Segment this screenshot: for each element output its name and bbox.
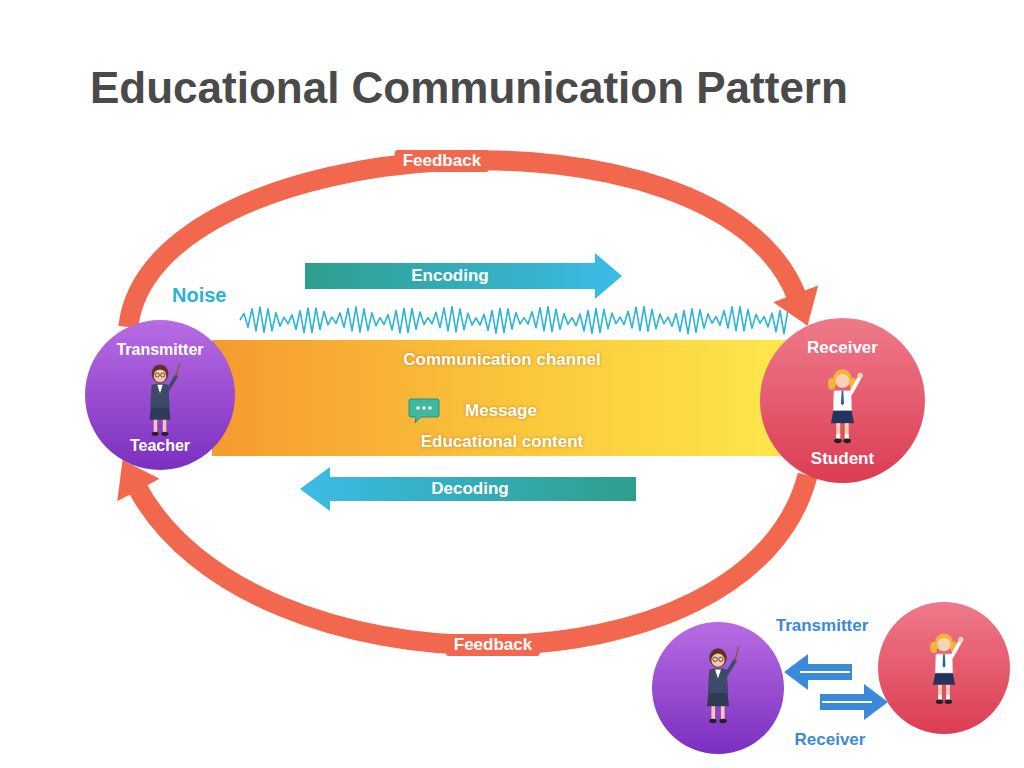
feedback-label: Feedback [395,150,489,172]
chat-bubble [409,399,439,423]
exchange-arrow-right [820,684,888,720]
content-label: Educational content [421,432,583,452]
circle-fill [760,318,925,483]
message-label: Message [465,401,537,421]
circle-fill [85,320,235,470]
transmitter-label: Transmitter [776,615,869,637]
chat-dot [428,406,432,410]
channel-band: Communication channelMessageEducational … [212,340,792,456]
decoding-label: Decoding [431,478,508,500]
teacher-figure [150,363,180,436]
feedback-label: Feedback [446,634,540,656]
decoding-arrow [300,467,636,511]
small-teacher-figure [707,647,739,723]
exchange-arrow-right-line [822,701,872,703]
person-circle: TransmitterTeacher [85,320,235,470]
feedback-connector [117,460,807,645]
feedback-connector [128,160,818,327]
chat-dot [416,406,420,410]
role-label: Transmitter [116,340,203,360]
noise-label: Noise [172,284,226,306]
person-label: Teacher [130,436,190,456]
feedback-arc [128,160,797,327]
feedback-arc [137,475,808,645]
diagram-title: Educational Communication Pattern [90,62,848,114]
small-teacher-circle [652,622,784,754]
channel-label: Communication channel [403,350,600,370]
student-figure [828,369,863,443]
role-label: Receiver [807,338,878,358]
encoding-arrow [305,253,622,299]
person-circle: ReceiverStudent [760,318,925,483]
noise-wave [240,307,788,334]
arrow-head [773,286,818,326]
chat-dot [422,406,426,410]
encoding-label: Encoding [411,265,488,287]
chat-icon [407,396,441,426]
small-student-circle [878,602,1010,734]
exchange-arrow-left-line [800,671,850,673]
message-row: Message [407,396,537,426]
small-student-figure [930,634,963,704]
person-label: Student [811,449,874,469]
noise-line [240,307,788,334]
exchange-arrow-left [784,654,852,690]
receiver-label: Receiver [795,729,866,751]
